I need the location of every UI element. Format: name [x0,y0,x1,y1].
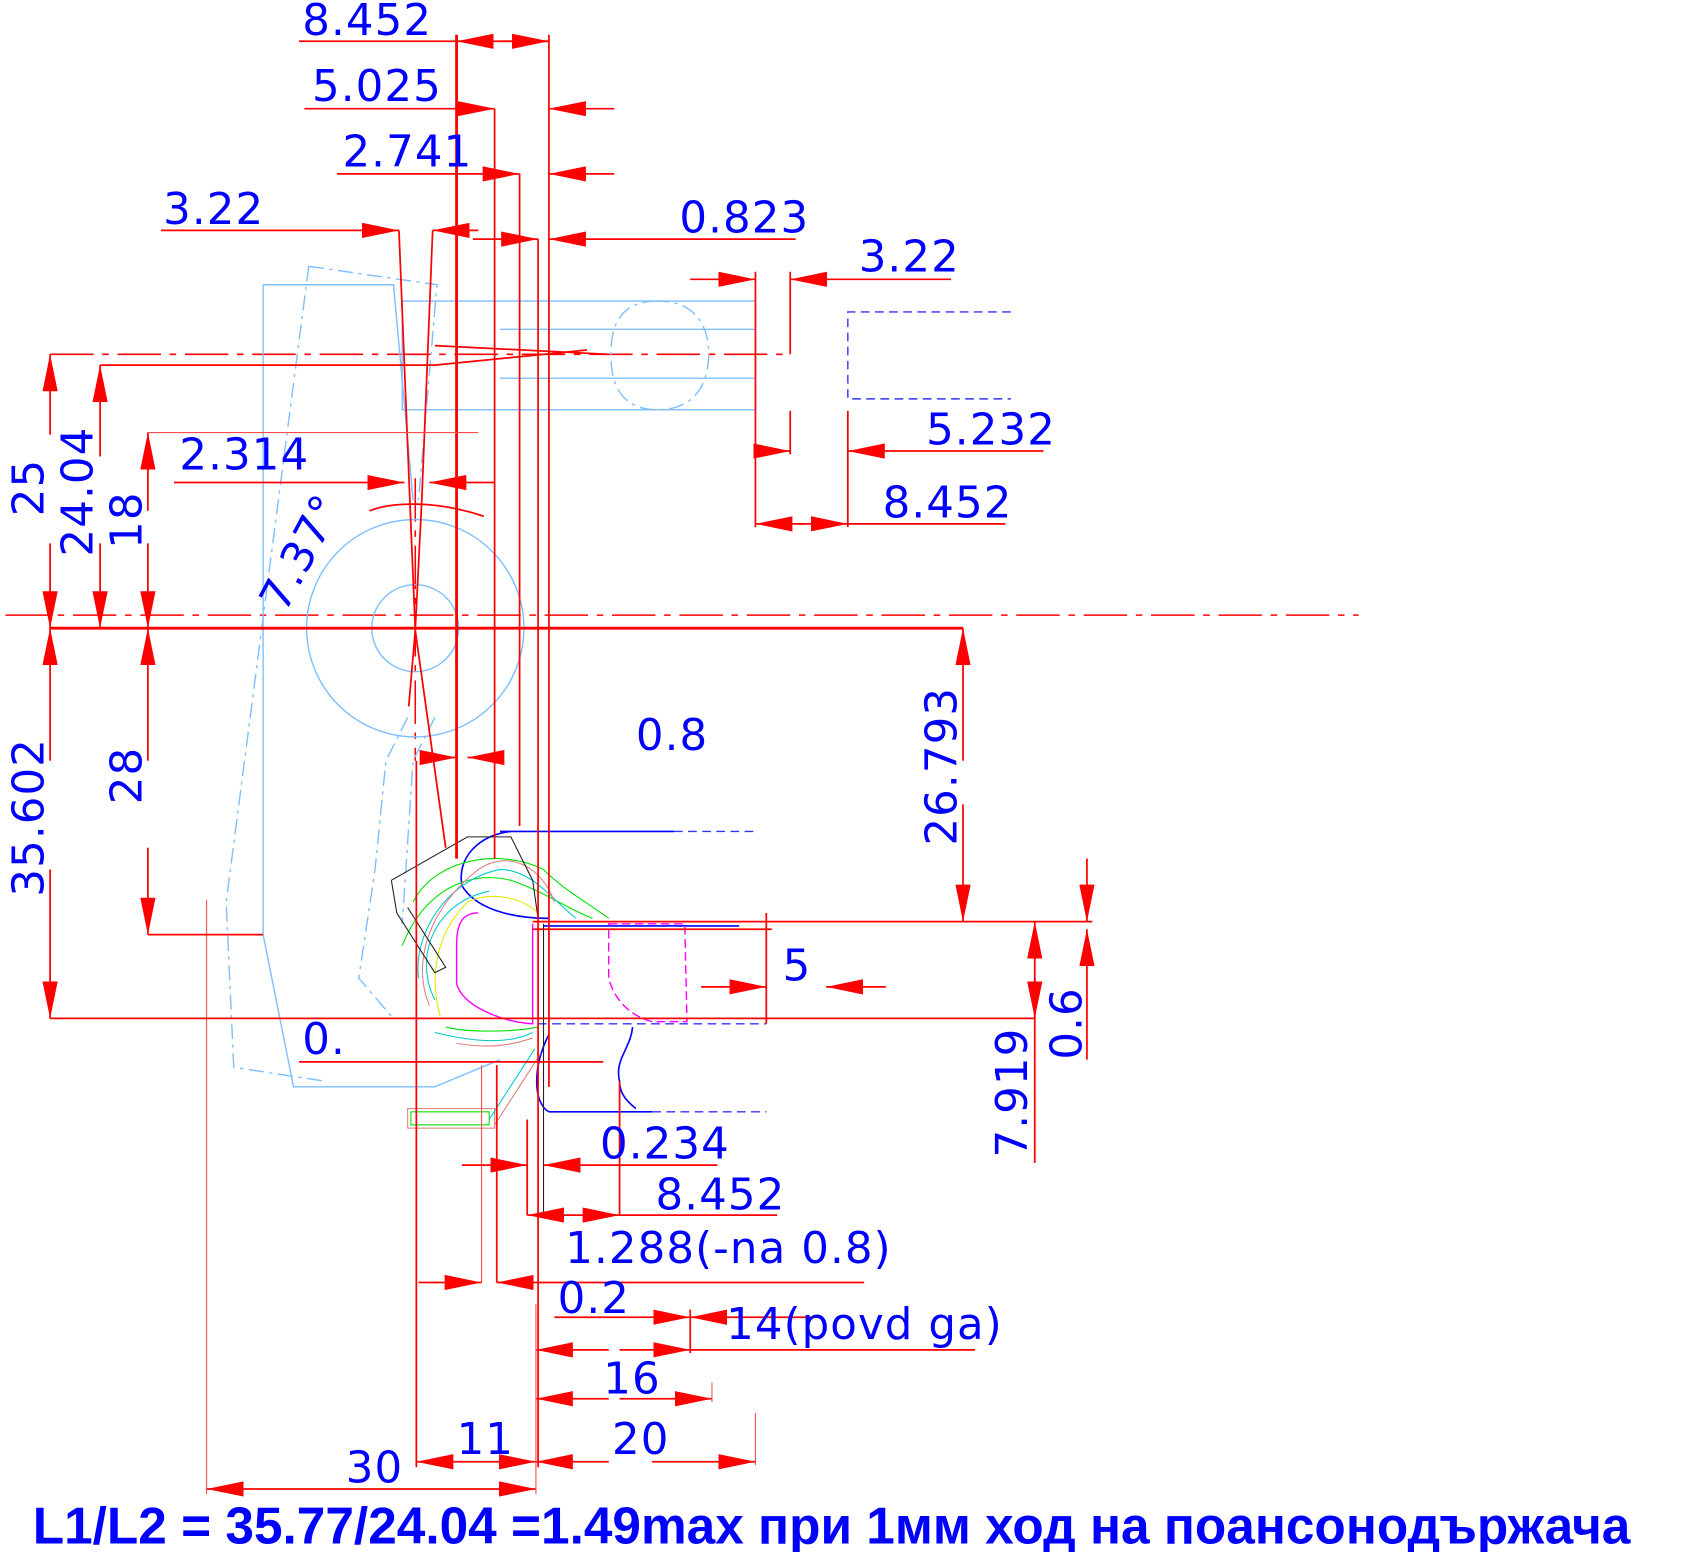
dim-right-8452: 8.452 [883,478,1013,528]
dim-low-20: 20 [612,1415,670,1465]
dim-low-30: 30 [346,1443,404,1493]
dim-left-2314: 2.314 [179,431,309,481]
dim-v-7919: 7.919 [988,1028,1038,1158]
dim-right-0823: 0.823 [679,194,809,244]
workpiece [390,830,767,1212]
dim-right-5232: 5.232 [926,406,1056,456]
dim-v-26793: 26.793 [918,687,968,846]
die-outline [225,265,757,1088]
dim-v-28: 28 [102,747,152,805]
dim-v-18: 18 [102,491,152,549]
dim-low-8452: 8.452 [655,1171,785,1221]
dim-low-0234: 0.234 [600,1120,730,1170]
dim-top-5025: 5.025 [312,62,442,112]
dim-top-8452: 8.452 [302,0,432,46]
dim-center-08: 0.8 [636,711,708,761]
centerlines [5,353,1359,761]
ratio-formula: L1/L2 = 35.77/24.04 =1.49max при 1мм ход… [33,1497,1632,1552]
dim-low-16: 16 [603,1354,661,1404]
punch-flank-lines [206,34,849,1495]
dim-partial-0: 0. [302,1015,346,1065]
dim-low-02: 0.2 [558,1274,630,1324]
dim-v-06: 0.6 [1042,987,1092,1059]
dim-left-322: 3.22 [163,185,264,235]
dim-low-11: 11 [457,1415,514,1465]
dim-gap-5: 5 [783,941,812,991]
dim-v-25: 25 [5,459,55,517]
dimension-labels: 8.452 5.025 2.741 3.22 0.823 3.22 5.232 … [5,0,1093,1493]
dim-low-1288: 1.288(-na 0.8) [565,1224,891,1274]
dim-low-14: 14(povd ga) [726,1300,1003,1350]
dimension-arrows [42,33,1095,1497]
dim-v-35602: 35.602 [5,738,55,897]
dim-right-322: 3.22 [859,233,960,283]
datum-lines [50,364,1093,1063]
punch-holder-outline [847,311,1011,400]
dim-v-2404: 24.04 [53,427,103,557]
dim-top-2741: 2.741 [342,127,472,177]
